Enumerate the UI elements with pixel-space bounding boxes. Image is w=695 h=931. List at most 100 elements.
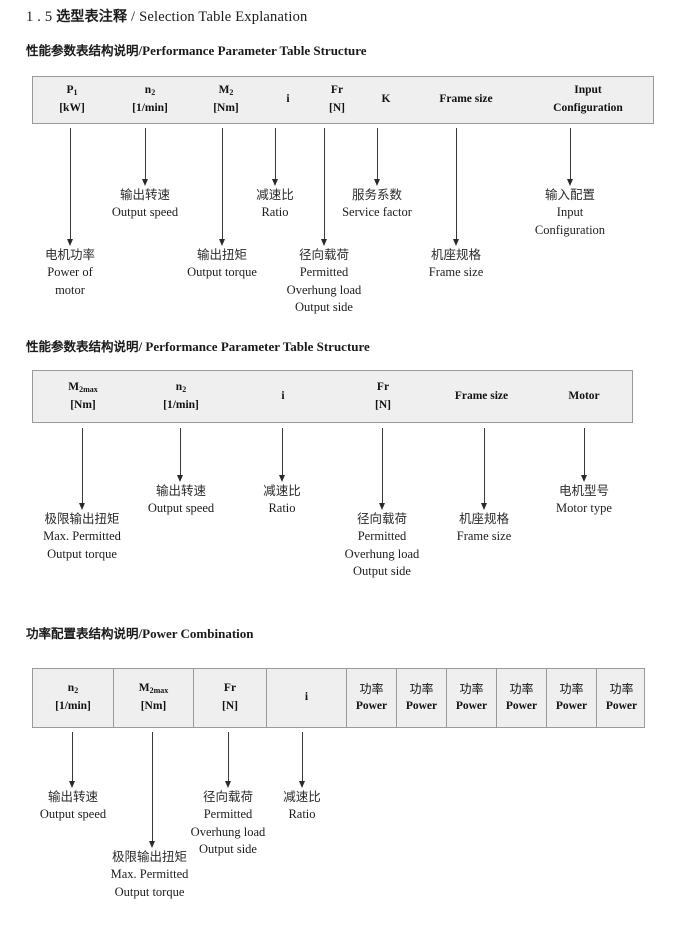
- annotation-frame-size-2-en-1: Frame size: [456, 528, 512, 543]
- arrow-to-permitted-overhung-load-3: [224, 732, 233, 788]
- table-3-col-fr-unit: [N]: [222, 700, 238, 712]
- table-3-col-power-6-en: Power: [605, 700, 638, 713]
- annotation-ratio-3: 减速比 Ratio: [242, 788, 362, 824]
- table-3-col-m2max: M2max [Nm]: [113, 669, 193, 727]
- performance-parameter-table-1: P1 [kW] n2 [1/min] M2 [Nm] i Fr [N] K Fr…: [32, 76, 654, 124]
- table-3-col-fr-symbol: Fr: [223, 682, 237, 695]
- annotation-max-permitted-output-torque: 极限输出扭矩 Max. Permitted Output torque: [12, 510, 152, 563]
- annotation-motor-type-cn: 电机型号: [558, 483, 609, 498]
- annotation-frame-size-2-cn: 机座规格: [458, 511, 509, 526]
- table-1-col-k-symbol: K: [381, 93, 391, 106]
- table-3-col-power-4-cn: 功率: [509, 681, 534, 696]
- annotation-output-speed-2-en-1: Output speed: [147, 500, 215, 515]
- table-3-col-power-5-cn: 功率: [559, 681, 584, 696]
- table-1-col-p1-symbol: P1: [66, 84, 78, 98]
- annotation-service-factor-cn: 服务系数: [351, 187, 402, 202]
- annotation-ratio-cn: 减速比: [256, 187, 294, 202]
- annotation-input-configuration: 输入配置 Input Configuration: [505, 186, 635, 239]
- annotation-frame-size: 机座规格 Frame size: [396, 246, 516, 282]
- table-1-col-frame-size-label: Frame size: [439, 93, 493, 106]
- annotation-ratio-2-en-1: Ratio: [268, 500, 296, 515]
- annotation-output-torque-cn: 输出扭矩: [196, 247, 247, 262]
- annotation-power-of-motor-en-2: motor: [55, 282, 85, 297]
- annotation-output-speed-2-cn: 输出转速: [155, 483, 206, 498]
- annotation-power-of-motor: 电机功率 Power of motor: [0, 246, 140, 299]
- table-1-col-fr: Fr [N]: [313, 77, 361, 123]
- annotation-max-permitted-output-torque-3-cn: 极限输出扭矩: [111, 849, 187, 864]
- arrow-to-ratio-3: [298, 732, 307, 788]
- annotation-output-speed-3-cn: 输出转速: [47, 789, 98, 804]
- annotation-permitted-overhung-load-2-en-2: Overhung load: [344, 546, 420, 561]
- table-3-col-power-5: 功率 Power: [546, 669, 596, 727]
- annotation-input-configuration-en-2: Configuration: [534, 222, 606, 237]
- arrow-to-permitted-overhung-load-2: [378, 428, 387, 510]
- table-1-col-m2-symbol: M2: [218, 84, 234, 98]
- table-3-col-m2max-unit: [Nm]: [140, 700, 167, 712]
- arrow-to-power-of-motor: [66, 128, 75, 246]
- arrow-to-service-factor: [373, 128, 382, 186]
- annotation-max-permitted-output-torque-3-en-2: Output torque: [114, 884, 185, 899]
- table-1-col-k: K: [361, 77, 411, 123]
- annotation-input-configuration-en-1: Input: [556, 204, 584, 219]
- table-3-col-power-4-en: Power: [505, 700, 538, 713]
- annotation-permitted-overhung-load-3-en-3: Output side: [199, 842, 257, 857]
- table-3-col-power-1-cn: 功率: [359, 681, 384, 696]
- arrow-to-output-speed: [141, 128, 150, 186]
- annotation-output-torque-en-1: Output torque: [187, 264, 257, 279]
- table-1-col-n2-symbol: n2: [144, 84, 156, 98]
- table-3-col-i: i: [266, 669, 346, 727]
- table-1-col-n2-unit: [1/min]: [132, 102, 168, 114]
- annotation-ratio-3-cn: 减速比: [283, 789, 321, 804]
- arrow-to-frame-size-2: [480, 428, 489, 510]
- arrow-to-output-speed-2: [176, 428, 185, 482]
- table-3-col-power-3-cn: 功率: [459, 681, 484, 696]
- annotation-permitted-overhung-load-3-cn: 径向载荷: [202, 789, 253, 804]
- annotation-permitted-overhung-load-2-en-3: Output side: [353, 564, 411, 579]
- annotation-output-speed-2: 输出转速 Output speed: [116, 482, 246, 518]
- section-3-heading-chinese: 功率配置表结构说明: [26, 626, 139, 641]
- table-2-col-n2: n2 [1/min]: [133, 371, 229, 422]
- table-3-col-power-5-en: Power: [555, 700, 588, 713]
- arrow-to-ratio-2: [278, 428, 287, 482]
- annotation-output-torque: 输出扭矩 Output torque: [152, 246, 292, 282]
- table-1-col-m2: M2 [Nm]: [189, 77, 263, 123]
- annotation-permitted-overhung-load-2: 径向载荷 Permitted Overhung load Output side: [322, 510, 442, 581]
- page-title-number: 1 . 5: [26, 9, 53, 25]
- arrow-to-motor-type: [580, 428, 589, 482]
- table-2-col-n2-unit: [1/min]: [163, 398, 199, 411]
- page-title-separator: /: [131, 9, 136, 25]
- section-2-heading-english: Performance Parameter Table Structure: [145, 339, 370, 354]
- annotation-permitted-overhung-load-cn: 径向载荷: [298, 247, 349, 262]
- table-3-col-n2: n2 [1/min]: [33, 669, 113, 727]
- table-3-col-i-symbol: i: [304, 691, 309, 704]
- table-1-col-frame-size: Frame size: [411, 77, 521, 123]
- table-3-col-power-6-cn: 功率: [609, 681, 634, 696]
- annotation-ratio-2-cn: 减速比: [263, 483, 301, 498]
- table-3-col-power-2-cn: 功率: [409, 681, 434, 696]
- table-2-col-fr: Fr [N]: [337, 371, 429, 422]
- annotation-permitted-overhung-load-en-2: Overhung load: [286, 282, 362, 297]
- section-2-heading-separator: /: [138, 339, 143, 354]
- annotation-frame-size-2: 机座规格 Frame size: [424, 510, 544, 546]
- annotation-max-permitted-output-torque-en-2: Output torque: [47, 546, 117, 561]
- arrow-to-max-permitted-output-torque-3: [148, 732, 157, 848]
- arrow-to-frame-size: [452, 128, 461, 246]
- annotation-permitted-overhung-load-3-en-1: Permitted: [203, 806, 253, 821]
- table-1-col-p1-unit: [kW]: [59, 102, 85, 114]
- annotation-permitted-overhung-load-3: 径向载荷 Permitted Overhung load Output side: [168, 788, 288, 859]
- section-3-heading-separator: /: [138, 626, 143, 641]
- table-2-col-fr-symbol: Fr: [376, 380, 390, 393]
- table-3-col-n2-symbol: n2: [67, 682, 79, 696]
- table-3-col-power-3: 功率 Power: [446, 669, 496, 727]
- table-2-col-n2-symbol: n2: [175, 380, 187, 394]
- annotation-output-speed-3: 输出转速 Output speed: [8, 788, 138, 824]
- table-2-col-fr-unit: [N]: [375, 398, 391, 411]
- arrow-to-input-configuration: [566, 128, 575, 186]
- table-2-col-i: i: [229, 371, 337, 422]
- annotation-power-of-motor-cn: 电机功率: [44, 247, 95, 262]
- table-3-col-power-2: 功率 Power: [396, 669, 446, 727]
- table-1-col-input-configuration-line1: Input: [574, 84, 602, 97]
- table-3-col-m2max-symbol: M2max: [138, 682, 169, 696]
- page-title-english: Selection Table Explanation: [139, 9, 308, 25]
- table-3-col-power-3-en: Power: [455, 700, 488, 713]
